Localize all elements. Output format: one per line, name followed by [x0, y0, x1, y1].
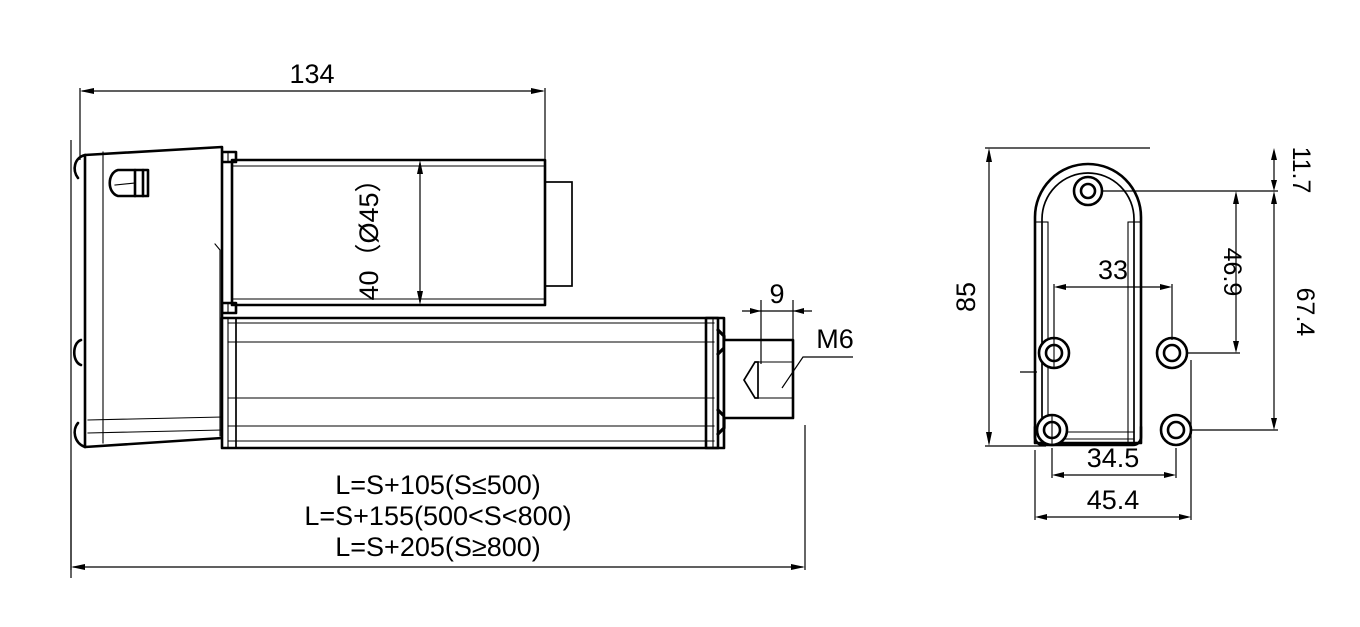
- dimension-34-5-text: 34.5: [1087, 443, 1140, 473]
- motor-rear-cap: [544, 181, 573, 287]
- dimension-11-7-text: 11.7: [1287, 147, 1315, 194]
- dimension-9-text: 9: [769, 279, 784, 309]
- housing-ear-bottom: [73, 421, 87, 449]
- hole-top-outer: [1072, 175, 1104, 207]
- tube-right-collar: [704, 316, 726, 450]
- arch-outer-contour: [1033, 162, 1143, 445]
- arch-hole-overlaps: [1051, 337, 1055, 446]
- dimension-33: 33: [1053, 255, 1173, 340]
- rod-end-m6-block: [722, 338, 795, 420]
- pivot-hole: [72, 338, 83, 367]
- motor-body: [220, 150, 573, 315]
- stroke-formula-notes: L=S+105(S≤500) L=S+155(500<S<800) L=S+20…: [304, 470, 571, 562]
- dimension-67-4: 67.4: [1191, 191, 1319, 431]
- dimension-46-9: 46.9: [1187, 191, 1246, 354]
- dimension-67-4-text: 67.4: [1291, 288, 1319, 337]
- dimension-34-5: 34.5: [1051, 443, 1177, 478]
- dimension-45-4-text: 45.4: [1087, 485, 1140, 515]
- motor-barrel: [230, 158, 547, 307]
- dimension-33-text: 33: [1098, 255, 1128, 285]
- stroke-note-2: L=S+155(500<S<800): [304, 501, 571, 531]
- cable-gland-connector: [108, 168, 150, 198]
- dimension-134-text: 134: [289, 59, 334, 89]
- housing-outer-face: [83, 145, 224, 449]
- dimension-40-d45-text: 40（Ø45）: [354, 165, 384, 300]
- extension-tube: [220, 316, 726, 450]
- bottom-plate: [1033, 425, 1143, 447]
- hole-low-right-inner: [1166, 420, 1186, 440]
- rod-end-vee-notch: [743, 361, 759, 399]
- label-m6-leader: M6: [781, 324, 854, 389]
- side-elevation-group: 134 40（Ø45）: [70, 59, 854, 578]
- dimension-overall-L: [70, 425, 806, 570]
- dimension-11-7: 11.7: [1102, 147, 1315, 194]
- dimension-85-text: 85: [951, 282, 981, 312]
- label-m6-text: M6: [816, 324, 854, 354]
- housing-ear-top: [73, 153, 87, 180]
- tube-outer: [220, 316, 720, 450]
- stroke-note-3: L=S+205(S≥800): [335, 532, 540, 562]
- hole-low-right-outer: [1159, 413, 1193, 447]
- stroke-note-1: L=S+105(S≤500): [335, 470, 540, 500]
- arch-inner-contour: [1041, 172, 1135, 444]
- hole-mid-right-outer: [1155, 336, 1189, 370]
- rear-end-view-group: 85 11.7 46.9 67.4: [951, 147, 1319, 520]
- dimension-45-4: 45.4: [1034, 360, 1192, 520]
- dimension-46-9-text: 46.9: [1218, 248, 1246, 297]
- dimension-134: 134: [79, 59, 546, 185]
- hole-mid-right-inner: [1162, 343, 1182, 363]
- dimension-9: 9: [742, 279, 812, 418]
- dimension-85: 85: [951, 147, 1150, 447]
- tube-left-collar: [221, 317, 237, 449]
- hole-top-inner: [1079, 182, 1097, 200]
- arch-body: [1033, 162, 1143, 447]
- dimension-40-d45: 40（Ø45）: [354, 160, 423, 305]
- rear-mount-housing: [70, 140, 224, 578]
